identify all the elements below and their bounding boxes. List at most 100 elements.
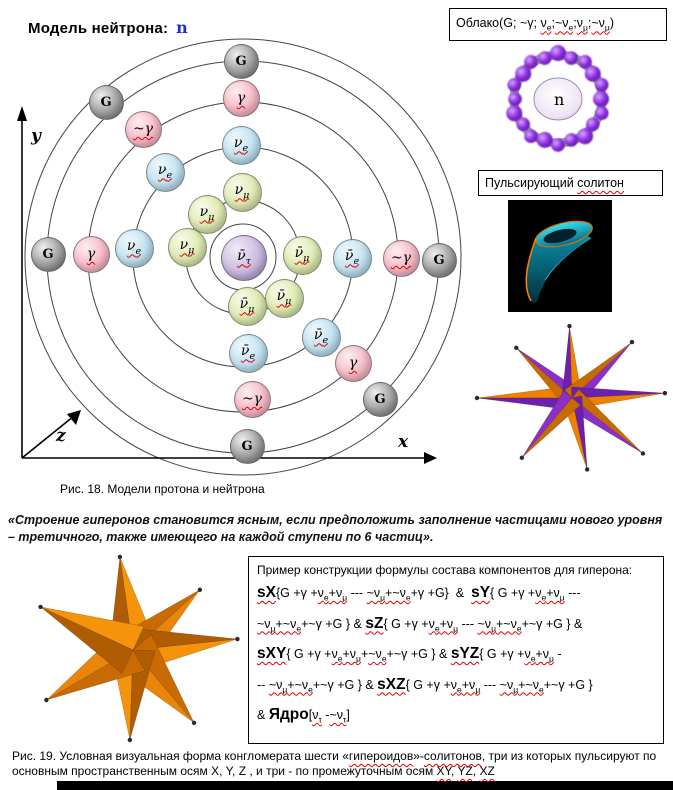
star-tip-dot — [519, 455, 525, 460]
next-figure-edge — [57, 781, 673, 790]
particle-nu-mu: νμ — [187, 194, 227, 234]
soliton-funnel-throat — [543, 228, 577, 244]
cloud-dot — [594, 77, 609, 92]
cloud-center-label: n — [554, 90, 564, 109]
cloud-dot — [578, 54, 592, 69]
star-facet — [40, 606, 145, 651]
figure-19-caption: Рис. 19. Условная визуальная форма конгл… — [12, 749, 657, 778]
particle-label: G — [433, 252, 445, 268]
cloud-dot — [593, 91, 609, 107]
cloud-dot — [564, 133, 579, 147]
y-axis-label: y — [30, 126, 42, 146]
star-facet — [40, 606, 134, 674]
particle-gamma: γ — [334, 344, 372, 382]
formula-line: sXY{ G +γ +νe+νμ+~νe+~γ +G } & sYZ{ G +γ… — [257, 645, 562, 664]
cloud-dot — [524, 129, 538, 144]
formula-line: ~νμ+~νe+~γ +G } & sZ{ G +γ +νe+νμ --- ~ν… — [257, 614, 583, 634]
cloud-core — [533, 77, 583, 121]
soliton-funnel-body — [526, 230, 591, 303]
soliton-label: Пульсирующий солитон — [485, 176, 624, 190]
particle-label: ν̄μ — [276, 288, 292, 308]
hyperoid-conglomerate-star-figure — [38, 554, 240, 743]
z-axis-arrow-icon — [67, 410, 81, 425]
particle-label: γ — [236, 90, 246, 106]
star-tip-dot — [235, 636, 240, 642]
particle-nu-e: ν̄e — [301, 317, 341, 357]
particle-nu-mu: ν̄μ — [264, 278, 304, 318]
cloud-dot — [506, 105, 523, 122]
particle-label: γ — [86, 246, 96, 262]
particle-label: ~γ — [390, 250, 412, 266]
soliton-star-figure — [474, 323, 668, 472]
star-tip-dot — [191, 720, 197, 725]
star-tip-dot — [629, 339, 635, 345]
cloud-dot — [524, 54, 538, 69]
particle-g: G — [229, 428, 265, 464]
cloud-dot — [515, 65, 532, 82]
x-axis-arrow-icon — [424, 452, 437, 464]
particle-g: G — [88, 84, 124, 120]
particle-gamma: ~γ — [124, 110, 162, 148]
particle-label: ν̄μ — [239, 296, 255, 316]
cloud-dot — [551, 138, 565, 152]
formula-title: Пример конструкции формулы состава компо… — [257, 563, 633, 577]
star-tip-dot — [567, 323, 572, 329]
particle-label: νe — [233, 135, 249, 155]
particle-nu-tau: ν̄τ — [221, 235, 267, 281]
cloud-dot — [564, 51, 579, 65]
particle-nu-e: νe — [114, 228, 154, 268]
particle-nu-mu: νμ — [167, 227, 207, 267]
z-axis-label: z — [55, 426, 66, 446]
particle-gamma: γ — [222, 79, 260, 117]
z-axis — [21, 415, 75, 459]
cloud-dot — [594, 106, 609, 121]
title-text: Модель нейтрона: — [28, 20, 169, 37]
cloud-dot — [585, 117, 600, 132]
cloud-dot — [508, 92, 522, 106]
star-tip-dot — [44, 697, 49, 703]
particle-label: G — [100, 94, 112, 110]
particle-gamma: ~γ — [233, 380, 271, 418]
formula-line: & Ядро[ντ -~ντ] — [257, 706, 350, 725]
particle-g: G — [30, 236, 66, 272]
cloud-label-box: Облако(G; ~γ; νe;~νe;νμ;~νμ) — [449, 8, 667, 41]
particle-label: νμ — [179, 237, 195, 257]
cloud-dots — [506, 45, 609, 152]
star-facet — [571, 395, 588, 470]
star-tip-dot — [474, 395, 480, 401]
particle-nu-e: ν̄e — [332, 238, 372, 278]
particle-label: νe — [157, 162, 173, 182]
star-facet — [521, 397, 581, 458]
formula-line: sX{G +γ +νe+νμ --- ~νμ+~νe+γ +G} & sY{ G… — [257, 584, 581, 603]
formula-box: Пример конструкции формулы состава компо… — [248, 556, 664, 744]
particle-gamma: γ — [72, 235, 110, 273]
cloud-dot — [537, 51, 552, 65]
soliton-highlight — [544, 237, 592, 281]
particle-label: νe — [126, 238, 142, 258]
star-tip-dot — [584, 467, 590, 472]
particle-label: G — [42, 246, 54, 262]
particle-label: ν̄e — [240, 343, 256, 363]
pulsating-soliton-image — [508, 200, 612, 312]
star-tip-dot — [662, 390, 668, 396]
particle-label: νμ — [199, 204, 215, 224]
formula-lines: sX{G +γ +νe+νμ --- ~νμ+~νe+γ +G} & sY{ G… — [257, 580, 655, 733]
soliton-spiral-edge — [525, 237, 537, 302]
particle-nu-mu: ν̄μ — [227, 286, 267, 326]
hyperon-quote: «Строение гиперонов становится ясным, ес… — [8, 513, 663, 544]
particle-g: G — [362, 381, 398, 417]
particle-g: G — [421, 242, 457, 278]
particle-nu-e: νe — [145, 152, 185, 192]
star-tip-dot — [38, 604, 43, 610]
coordinate-axes: y x z — [17, 106, 437, 464]
particle-label: ν̄τ — [237, 248, 251, 268]
star-tip-dot — [117, 554, 123, 560]
cloud-dot — [584, 65, 601, 82]
formula-line: -- ~νμ+~νe+~γ +G } & sXZ{ G +γ +νe+νμ --… — [257, 675, 593, 695]
particle-label: ν̄e — [313, 327, 329, 347]
cloud-figure: n — [506, 45, 609, 152]
star-facet — [564, 341, 633, 399]
x-axis-label: x — [397, 432, 409, 452]
